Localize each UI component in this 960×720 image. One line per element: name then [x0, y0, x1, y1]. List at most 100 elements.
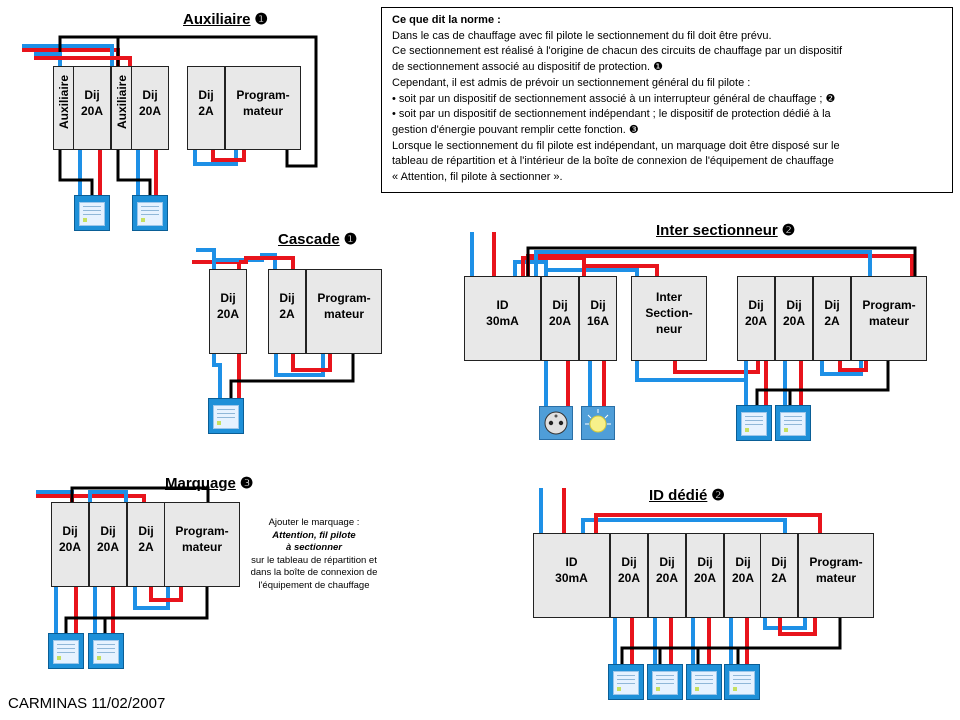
- box-dij-20a: Dij 20A: [541, 276, 579, 361]
- note-line: dans la boîte de connexion de: [250, 567, 378, 578]
- note-line: sur le tableau de répartition et: [251, 554, 377, 566]
- pilot-wire: [64, 587, 209, 633]
- box-dij-20a: Dij 20A: [131, 66, 169, 150]
- norm-line: • soit par un dispositif de sectionnemen…: [392, 108, 831, 121]
- bulb-icon: [581, 406, 615, 440]
- norm-line: Cependant, il est admis de prévoir un se…: [392, 76, 751, 89]
- norm-heading: Ce que dit la norme :: [392, 14, 501, 26]
- radiator-icon: [88, 633, 124, 669]
- author-signature: CARMINAS 11/02/2007: [8, 695, 166, 712]
- phase-wire: [211, 150, 246, 162]
- neutral-wire: [544, 268, 639, 276]
- radiator-icon: [48, 633, 84, 669]
- neutral-wire: [513, 260, 548, 276]
- box-dij-20a: Dij 20A: [610, 533, 648, 618]
- radiator-icon: [208, 398, 244, 434]
- box-auxiliaire-2: Auxiliaire: [111, 66, 132, 150]
- box-dij-20a: Dij 20A: [73, 66, 111, 150]
- note-line: l'équipement de chauffage: [258, 579, 370, 591]
- pilot-wire: [118, 35, 318, 168]
- neutral-wire: [581, 518, 787, 533]
- neutral-wire: [88, 490, 128, 502]
- neutral-wire: [212, 354, 222, 398]
- pilot-wire: [229, 354, 355, 398]
- box-id-30ma: ID 30mA: [533, 533, 610, 618]
- norm-line: Dans le cas de chauffage avec fil pilote…: [392, 29, 772, 42]
- socket-icon: [539, 406, 573, 440]
- norm-line: • soit par un dispositif de sectionnemen…: [392, 92, 836, 105]
- neutral-wire: [133, 587, 170, 610]
- phase-wire: [778, 618, 817, 636]
- phase-wire: [291, 354, 332, 372]
- radiator-icon: [74, 195, 110, 231]
- box-id-30ma: ID 30mA: [464, 276, 541, 361]
- box-dij-20a: Dij 20A: [686, 533, 724, 618]
- pilot-wire: [755, 361, 890, 405]
- radiator-icon: [608, 664, 644, 700]
- box-dij-20a: Dij 20A: [724, 533, 762, 618]
- box-dij-20a: Dij 20A: [51, 502, 89, 587]
- box-dij-2a: Dij 2A: [127, 502, 165, 587]
- box-auxiliaire-1: Auxiliaire: [53, 66, 74, 150]
- box-programmateur: Program- mateur: [164, 502, 240, 587]
- marquage-note: Ajouter le marquage : Attention, fil pil…: [236, 517, 392, 592]
- norm-line: « Attention, fil pilote à sectionner ».: [392, 171, 563, 184]
- pilot-wire: [70, 486, 210, 502]
- phase-wire: [594, 513, 822, 533]
- box-programmateur: Program- mateur: [225, 66, 301, 150]
- phase-wire: [149, 587, 183, 602]
- box-dij-16a: Dij 16A: [579, 276, 617, 361]
- neutral-wire: [763, 618, 807, 630]
- norm-line: Ce sectionnement est réalisé à l'origine…: [392, 45, 843, 58]
- norm-text-box: Ce que dit la norme : Dans le cas de cha…: [381, 7, 953, 193]
- phase-wire: [239, 256, 295, 269]
- box-dij-20a: Dij 20A: [737, 276, 775, 361]
- note-emphasis: à sectionner: [286, 542, 342, 553]
- box-programmateur: Program- mateur: [798, 533, 874, 618]
- phase-wire: [582, 264, 659, 276]
- phase-wire: [838, 361, 868, 372]
- box-dij-2a: Dij 2A: [760, 533, 798, 618]
- radiator-icon: [775, 405, 811, 441]
- note-emphasis: Attention, fil pilote: [272, 529, 356, 541]
- box-dij-20a: Dij 20A: [648, 533, 686, 618]
- pilot-wire: [116, 150, 152, 195]
- phase-wire: [673, 361, 760, 374]
- neutral-wire: [196, 248, 216, 269]
- pilot-wire: [620, 618, 842, 664]
- box-dij-2a: Dij 2A: [268, 269, 306, 354]
- neutral-wire: [534, 250, 872, 276]
- neutral-wire: [274, 354, 325, 377]
- neutral-wire: [820, 361, 863, 376]
- norm-line: de sectionnement associé au dispositif d…: [392, 61, 663, 74]
- norm-line: gestion d'énergie pouvant remplir cette …: [392, 123, 639, 136]
- radiator-icon: [736, 405, 772, 441]
- norm-line: Lorsque le sectionnement du fil pilote e…: [392, 139, 840, 152]
- box-inter-sectionneur: Inter Section- neur: [631, 276, 707, 361]
- box-programmateur: Program- mateur: [851, 276, 927, 361]
- pilot-wire: [526, 246, 917, 276]
- norm-line: tableau de répartition et à l'intérieur …: [392, 155, 834, 168]
- box-dij-2a: Dij 2A: [187, 66, 225, 150]
- pilot-wire: [58, 35, 120, 66]
- wires: [22, 35, 917, 664]
- box-dij-2a: Dij 2A: [813, 276, 851, 361]
- radiator-icon: [724, 664, 760, 700]
- radiator-icon: [686, 664, 722, 700]
- note-line: Ajouter le marquage :: [268, 517, 360, 528]
- box-dij-20a: Dij 20A: [89, 502, 127, 587]
- pilot-wire: [58, 150, 94, 195]
- neutral-wire: [193, 150, 238, 166]
- radiator-icon: [132, 195, 168, 231]
- neutral-wire: [34, 52, 62, 66]
- box-dij-20a: Dij 20A: [209, 269, 247, 354]
- radiator-icon: [647, 664, 683, 700]
- box-programmateur: Program- mateur: [306, 269, 382, 354]
- phase-wire: [34, 56, 132, 66]
